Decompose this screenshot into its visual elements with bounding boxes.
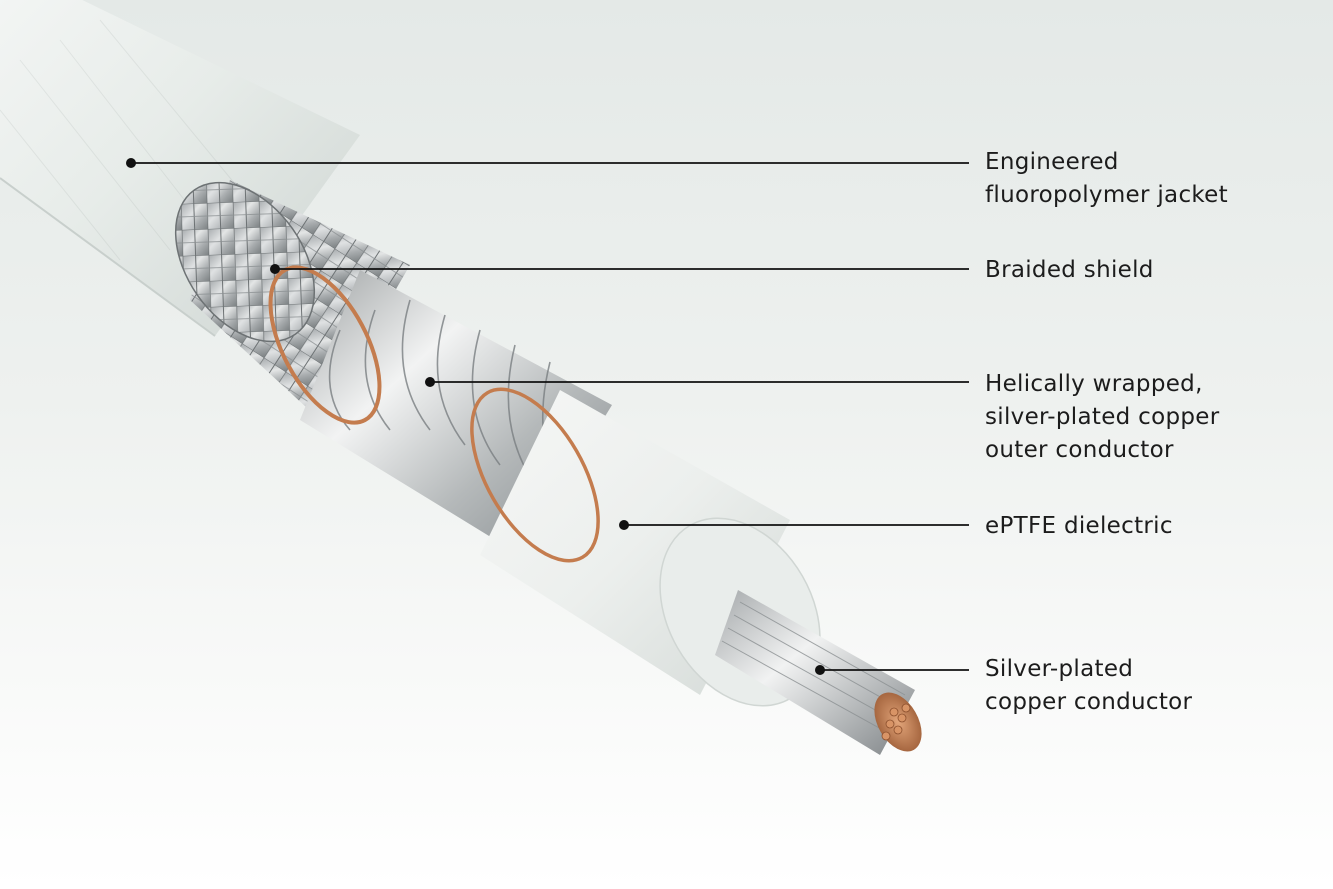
leader-center-conductor xyxy=(815,665,969,675)
label-center-conductor: Silver-plated copper conductor xyxy=(985,653,1192,719)
center-conductor xyxy=(715,590,922,755)
label-center-line-1: Silver-plated xyxy=(985,656,1134,682)
label-dielectric-line-1: ePTFE dielectric xyxy=(985,513,1173,539)
label-outer-conductor: Helically wrapped, silver-plated copper … xyxy=(985,368,1220,467)
leader-jacket xyxy=(126,158,969,168)
leader-outer-conductor xyxy=(425,377,969,387)
leader-braid xyxy=(270,264,969,274)
leader-dielectric xyxy=(619,520,969,530)
label-outer-line-2: silver-plated copper xyxy=(985,404,1220,430)
label-jacket-line-1: Engineered xyxy=(985,149,1119,175)
label-outer-line-3: outer conductor xyxy=(985,437,1174,463)
label-jacket-line-2: fluoropolymer jacket xyxy=(985,182,1228,208)
label-braid: Braided shield xyxy=(985,254,1154,287)
braided-shield xyxy=(174,180,410,420)
label-dielectric: ePTFE dielectric xyxy=(985,510,1173,543)
label-center-line-2: copper conductor xyxy=(985,689,1193,715)
label-outer-line-1: Helically wrapped, xyxy=(985,371,1203,397)
label-braid-line-1: Braided shield xyxy=(985,257,1154,283)
label-jacket: Engineered fluoropolymer jacket xyxy=(985,146,1228,212)
